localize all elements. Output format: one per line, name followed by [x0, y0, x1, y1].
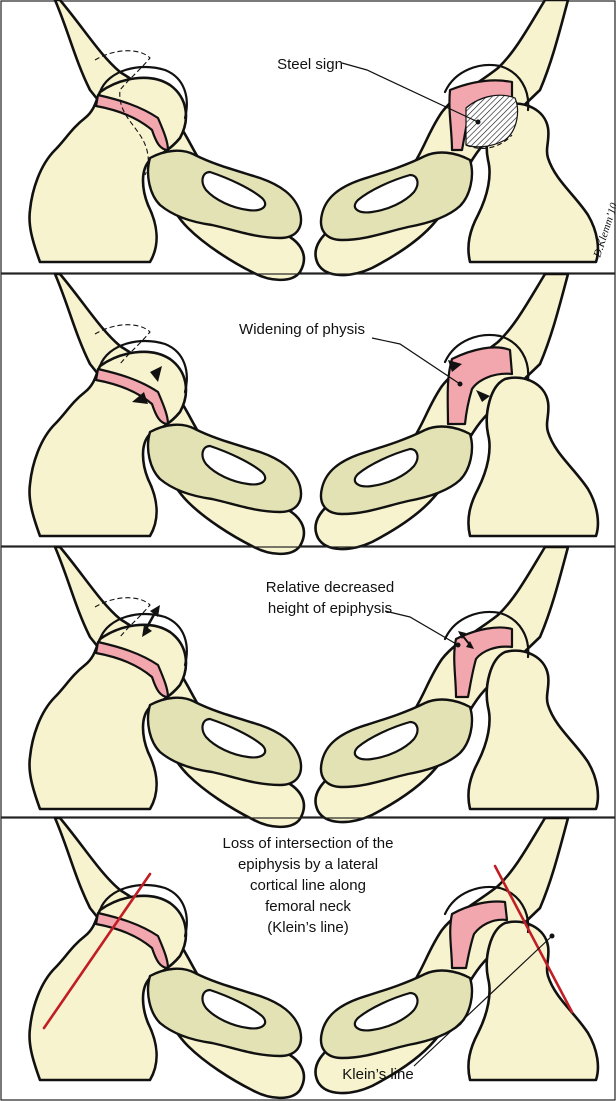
panel-widening-physis: Widening of physis [1, 274, 615, 554]
leader-dot [550, 934, 555, 939]
leader-dot [458, 382, 463, 387]
label-klein-line-callout: Klein’s line [342, 1066, 413, 1083]
label-klein-line-5: (Klein’s line) [267, 919, 348, 936]
label-klein-line-3: cortical line along [250, 877, 366, 894]
right-hip-slipped [316, 0, 598, 275]
leader-dot [476, 120, 481, 125]
left-hip-normal [29, 547, 303, 827]
panel-decreased-height: Relative decreased height of epiphysis [1, 547, 615, 827]
left-hip-normal [29, 274, 303, 554]
leader-decreased-height [385, 611, 458, 645]
left-hip-normal [29, 0, 303, 280]
label-decreased-height-line2: height of epiphysis [268, 600, 392, 617]
leader-widening-of-physis [372, 338, 460, 384]
label-widening-of-physis: Widening of physis [239, 321, 365, 338]
leader-dot [456, 643, 461, 648]
panel-steel-sign: Steel sign D.Klemm’10 [1, 0, 616, 280]
label-klein-line-2: epiphysis by a lateral [238, 856, 378, 873]
right-hip-slipped [316, 274, 598, 549]
panel-klein-line: Loss of intersection of the epiphysis by… [1, 818, 615, 1100]
label-decreased-height-line1: Relative decreased [266, 579, 394, 596]
label-steel-sign: Steel sign [277, 56, 343, 73]
label-klein-line-4: femoral neck [265, 898, 351, 915]
label-klein-line-1: Loss of intersection of the [223, 835, 394, 852]
